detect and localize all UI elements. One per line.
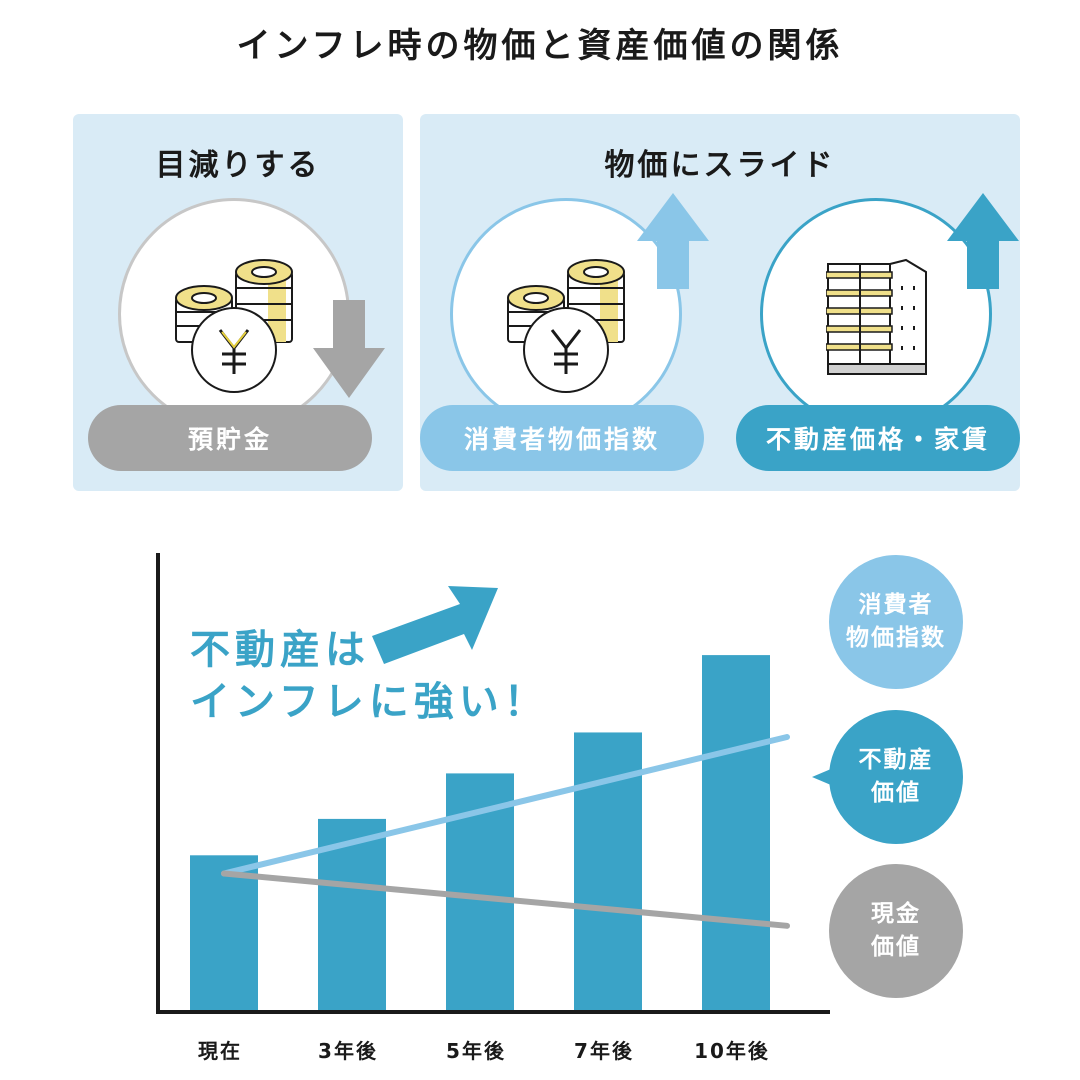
realestate-pill: 不動産価格・家賃 [736, 405, 1020, 471]
yen-coins-icon [507, 259, 625, 393]
legend-cash: 現金 価値 [829, 864, 963, 998]
headline-line2: インフレに強い！ [190, 679, 549, 725]
up-arrow-icon [947, 193, 1019, 289]
x-tick-label: 3年後 [318, 1039, 378, 1063]
legend-cpi-line2: 物価指数 [846, 625, 946, 651]
legend-cash-line2: 価値 [871, 934, 921, 960]
bar-4 [702, 655, 770, 1010]
savings-pill: 預貯金 [88, 405, 372, 471]
x-tick-label: 7年後 [574, 1039, 634, 1063]
panel-slide-title: 物価にスライド [604, 148, 836, 183]
apartment-building-icon [826, 258, 927, 375]
trend-arrow-icon [372, 586, 498, 664]
legend-cpi: 消費者 物価指数 [829, 555, 963, 689]
x-tick-label: 現在 [198, 1039, 242, 1063]
x-tick-label: 10年後 [694, 1039, 770, 1063]
cpi-pill: 消費者物価指数 [420, 405, 704, 471]
x-tick-label: 5年後 [446, 1039, 506, 1063]
trend-line-0 [221, 734, 790, 877]
bar-0 [190, 855, 258, 1010]
up-arrow-icon [637, 193, 709, 289]
legend-realestate-line1: 不動産 [858, 746, 934, 773]
panel-depreciate-title: 目減りする [155, 148, 321, 183]
down-arrow-icon [313, 300, 385, 398]
trend-line-1 [221, 870, 790, 929]
headline-line1: 不動産は [190, 627, 370, 673]
legend-realestate-line2: 価値 [871, 780, 921, 806]
page-title: インフレ時の物価と資産価値の関係 [236, 26, 844, 66]
legend-realestate: 不動産 価値 [829, 710, 963, 844]
legend-cpi-line1: 消費者 [858, 591, 934, 618]
legend-cash-line1: 現金 [871, 900, 921, 927]
yen-coins-icon [175, 259, 293, 393]
